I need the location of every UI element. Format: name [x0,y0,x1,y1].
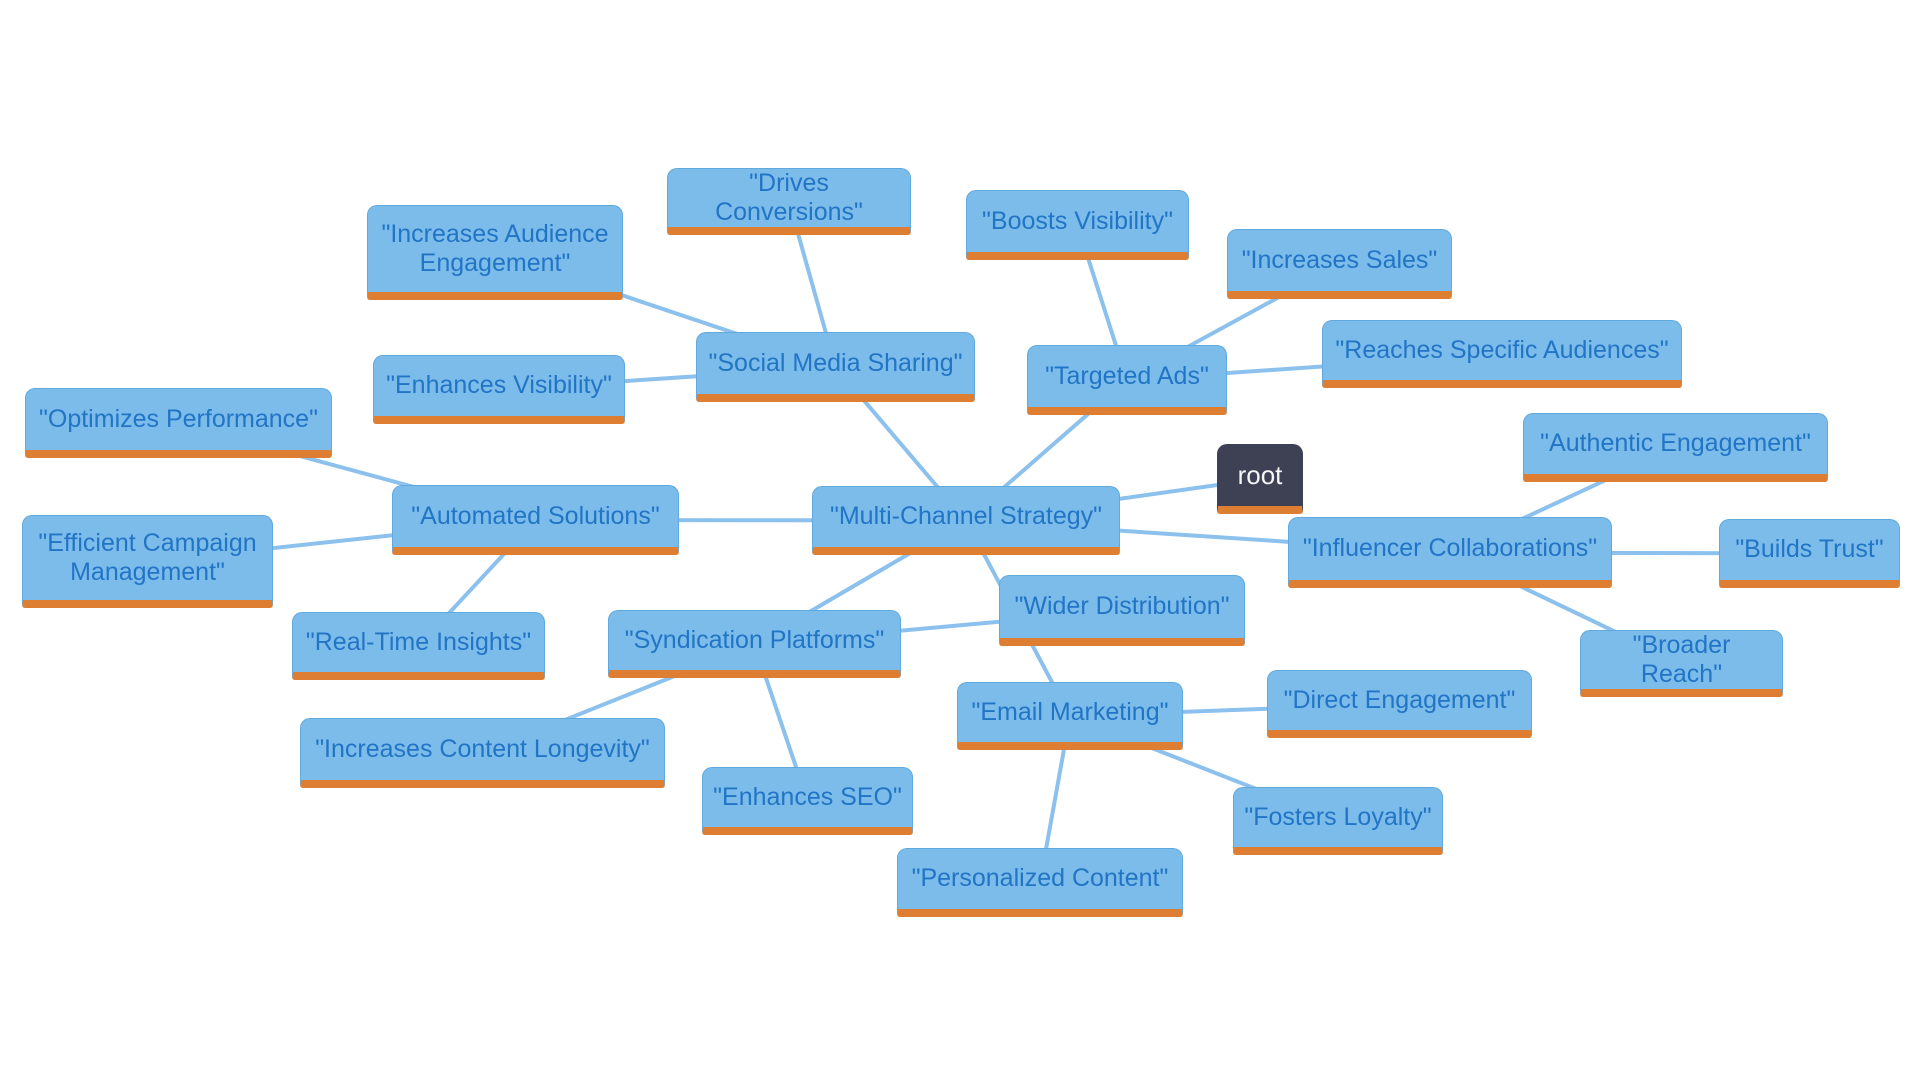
node-syndication-platforms: "Syndication Platforms" [608,610,901,678]
node-enhances-visibility: "Enhances Visibility" [373,355,625,424]
node-label: "Social Media Sharing" [708,348,963,377]
node-label: "Reaches Specific Audiences" [1335,335,1669,364]
node-label: "Increases Sales" [1241,245,1438,274]
node-reaches-specific-audiences: "Reaches Specific Audiences" [1322,320,1682,388]
node-label: "Increases Content Longevity" [315,734,650,763]
node-builds-trust: "Builds Trust" [1719,519,1900,588]
node-boosts-visibility: "Boosts Visibility" [966,190,1189,260]
node-label: "Multi-Channel Strategy" [829,502,1103,531]
node-email-marketing: "Email Marketing" [957,682,1183,750]
node-label: "Increases Audience Engagement" [381,219,609,278]
node-enhances-seo: "Enhances SEO" [702,767,913,835]
node-broader-reach: "Broader Reach" [1580,630,1783,697]
node-label: "Efficient Campaign Management" [38,528,257,587]
node-multi-channel-strategy: "Multi-Channel Strategy" [812,486,1120,555]
node-drives-conversions: "Drives Conversions" [667,168,911,235]
node-label: "Real-Time Insights" [305,627,532,656]
node-label: "Direct Engagement" [1283,685,1516,714]
node-authentic-engagement: "Authentic Engagement" [1523,413,1828,482]
node-root: root [1217,444,1303,514]
node-increases-sales: "Increases Sales" [1227,229,1452,299]
node-optimizes-performance: "Optimizes Performance" [25,388,332,458]
node-targeted-ads: "Targeted Ads" [1027,345,1227,415]
node-personalized-content: "Personalized Content" [897,848,1183,917]
node-fosters-loyalty: "Fosters Loyalty" [1233,787,1443,855]
node-label: "Syndication Platforms" [624,625,885,654]
node-label: "Enhances SEO" [713,782,902,811]
node-efficient-campaign-management: "Efficient Campaign Management" [22,515,273,608]
node-label: "Drives Conversions" [715,168,863,227]
node-label: "Optimizes Performance" [39,404,318,433]
node-label: "Broader Reach" [1632,630,1731,689]
node-increases-content-longevity: "Increases Content Longevity" [300,718,665,788]
node-label: "Email Marketing" [971,697,1169,726]
node-increases-audience-engagement: "Increases Audience Engagement" [367,205,623,300]
node-label: "Fosters Loyalty" [1244,802,1432,831]
node-label: "Authentic Engagement" [1540,429,1811,458]
node-label: "Personalized Content" [911,864,1169,893]
node-social-media-sharing: "Social Media Sharing" [696,332,975,402]
node-label: "Builds Trust" [1735,535,1884,564]
node-influencer-collaborations: "Influencer Collaborations" [1288,517,1612,588]
node-label: "Wider Distribution" [1014,592,1230,621]
node-automated-solutions: "Automated Solutions" [392,485,679,555]
node-label: "Boosts Visibility" [982,206,1173,235]
node-label: "Automated Solutions" [411,501,660,530]
node-label: root [1237,460,1283,491]
node-label: "Targeted Ads" [1045,361,1209,390]
node-real-time-insights: "Real-Time Insights" [292,612,545,680]
node-label: "Enhances Visibility" [386,371,612,400]
node-direct-engagement: "Direct Engagement" [1267,670,1532,738]
node-wider-distribution: "Wider Distribution" [999,575,1245,646]
node-label: "Influencer Collaborations" [1302,534,1598,563]
